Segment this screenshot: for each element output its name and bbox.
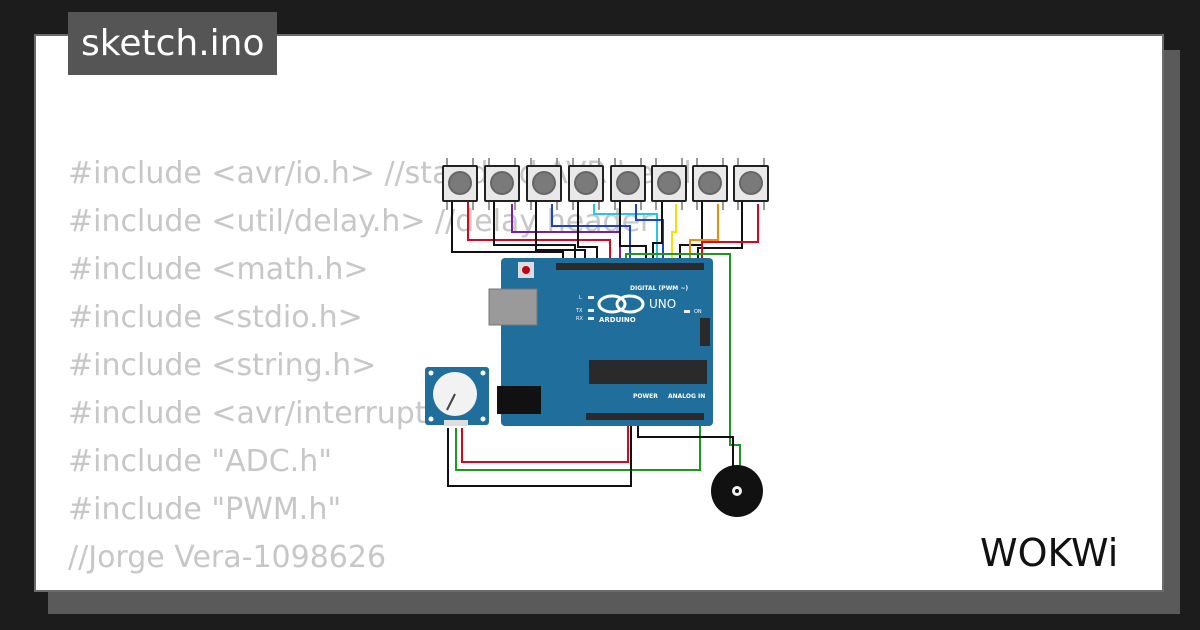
arduino-uno-board: UNO ARDUINO DIGITAL (PWM ~) POWER ANALOG…: [488, 258, 713, 426]
code-line: #include <math.h>: [68, 252, 369, 287]
digital-label: DIGITAL (PWM ~): [630, 285, 688, 292]
on-label: ON: [694, 309, 702, 315]
board-brand: ARDUINO: [599, 316, 636, 324]
buzzer: [711, 465, 763, 517]
board-model: UNO: [649, 297, 676, 311]
project-title: sketch.ino: [68, 12, 278, 75]
code-line: #include "PWM.h": [68, 492, 342, 527]
led-label: TX: [575, 308, 583, 314]
potentiometer: [425, 367, 489, 426]
code-line: #include <stdio.h>: [68, 300, 363, 335]
push-buttons: [442, 158, 769, 210]
code-line: #include <avr/interrupt.h>: [68, 396, 481, 431]
circuit-diagram: UNO ARDUINO DIGITAL (PWM ~) POWER ANALOG…: [425, 158, 769, 517]
led-label: L: [579, 295, 582, 301]
code-line: #include <string.h>: [68, 348, 377, 383]
code-line: #include <util/delay.h> //delay header: [68, 204, 653, 239]
analog-label: ANALOG IN: [668, 393, 705, 400]
wokwi-logo-text: WOKWi: [980, 531, 1118, 575]
wokwi-logo: WOKWi: [980, 531, 1118, 575]
code-line: //Jorge Vera-1098626: [68, 540, 387, 575]
power-label: POWER: [633, 393, 658, 400]
wires: [447, 200, 759, 487]
code-line: #include "ADC.h": [68, 444, 333, 479]
led-label: RX: [576, 316, 583, 322]
